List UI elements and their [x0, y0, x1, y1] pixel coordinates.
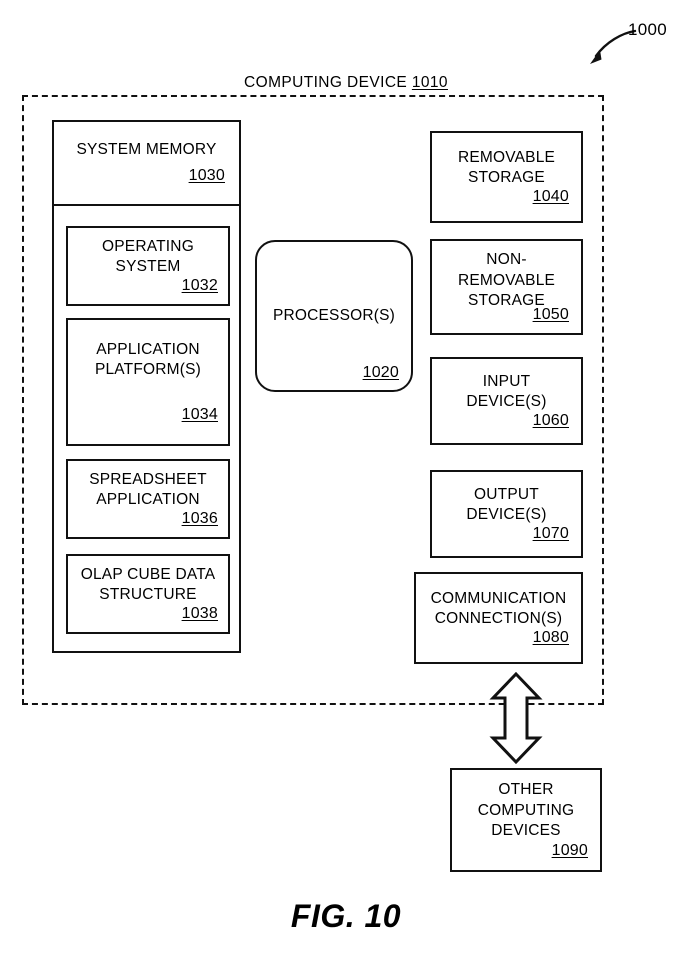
figure-caption: FIG. 10	[290, 898, 402, 934]
computing-device-title-text: COMPUTING DEVICE	[244, 74, 408, 91]
peripheral-output-devices: OUTPUT DEVICE(S) 1070	[430, 470, 583, 558]
peripheral-label: INPUT DEVICE(S)	[466, 372, 547, 410]
memory-module-ref: 1034	[181, 406, 218, 424]
bidirectional-arrow-icon	[489, 672, 543, 764]
memory-module-ref: 1036	[181, 510, 218, 528]
memory-module-label: APPLICATION PLATFORM(S)	[94, 340, 202, 378]
peripheral-communication-connections: COMMUNICATION CONNECTION(S) 1080	[414, 572, 583, 664]
other-computing-devices-label: OTHER COMPUTING DEVICES	[477, 781, 575, 840]
memory-module-label: OLAP CUBE DATA STRUCTURE	[80, 565, 216, 603]
other-computing-devices-ref: 1090	[551, 841, 588, 859]
memory-module-operating-system: OPERATING SYSTEM 1032	[66, 226, 230, 306]
system-memory-ref: 1030	[188, 167, 225, 184]
peripheral-input-devices: INPUT DEVICE(S) 1060	[430, 357, 583, 445]
memory-module-olap-cube-data-structure: OLAP CUBE DATA STRUCTURE 1038	[66, 554, 230, 634]
peripheral-non-removable-storage: NON- REMOVABLE STORAGE 1050	[430, 239, 583, 335]
memory-module-spreadsheet-application: SPREADSHEET APPLICATION 1036	[66, 459, 230, 539]
peripheral-label: NON- REMOVABLE STORAGE	[457, 251, 556, 310]
peripheral-label: COMMUNICATION CONNECTION(S)	[430, 589, 567, 627]
peripheral-ref: 1050	[532, 305, 569, 323]
peripheral-label: REMOVABLE STORAGE	[457, 148, 556, 186]
peripheral-ref: 1070	[532, 525, 569, 543]
callout-arrow-icon	[590, 29, 637, 64]
processor-ref: 1020	[362, 364, 399, 381]
computing-device-boundary	[22, 95, 604, 705]
other-computing-devices-node: OTHER COMPUTING DEVICES 1090	[450, 768, 602, 872]
processor-node: PROCESSOR(S) 1020	[255, 240, 413, 392]
system-memory-label: SYSTEM MEMORY	[76, 141, 217, 158]
peripheral-label: OUTPUT DEVICE(S)	[466, 485, 547, 523]
processor-label: PROCESSOR(S)	[272, 306, 396, 324]
peripheral-removable-storage: REMOVABLE STORAGE 1040	[430, 131, 583, 223]
computing-device-ref: 1010	[411, 74, 448, 91]
memory-module-label: SPREADSHEET APPLICATION	[89, 470, 207, 508]
peripheral-ref: 1080	[532, 629, 569, 647]
peripheral-ref: 1060	[532, 412, 569, 430]
memory-module-application-platforms: APPLICATION PLATFORM(S) 1034	[66, 318, 230, 446]
system-memory-container: SYSTEM MEMORY 1030 OPERATING SYSTEM 1032…	[52, 120, 241, 653]
memory-module-ref: 1038	[181, 605, 218, 623]
memory-module-label: OPERATING SYSTEM	[102, 237, 194, 275]
computing-device-title: COMPUTING DEVICE 1010	[0, 74, 692, 92]
figure-callout-number: 1000	[628, 20, 668, 39]
memory-module-ref: 1032	[181, 277, 218, 295]
system-memory-header: SYSTEM MEMORY 1030	[54, 122, 239, 206]
peripheral-ref: 1040	[532, 188, 569, 206]
